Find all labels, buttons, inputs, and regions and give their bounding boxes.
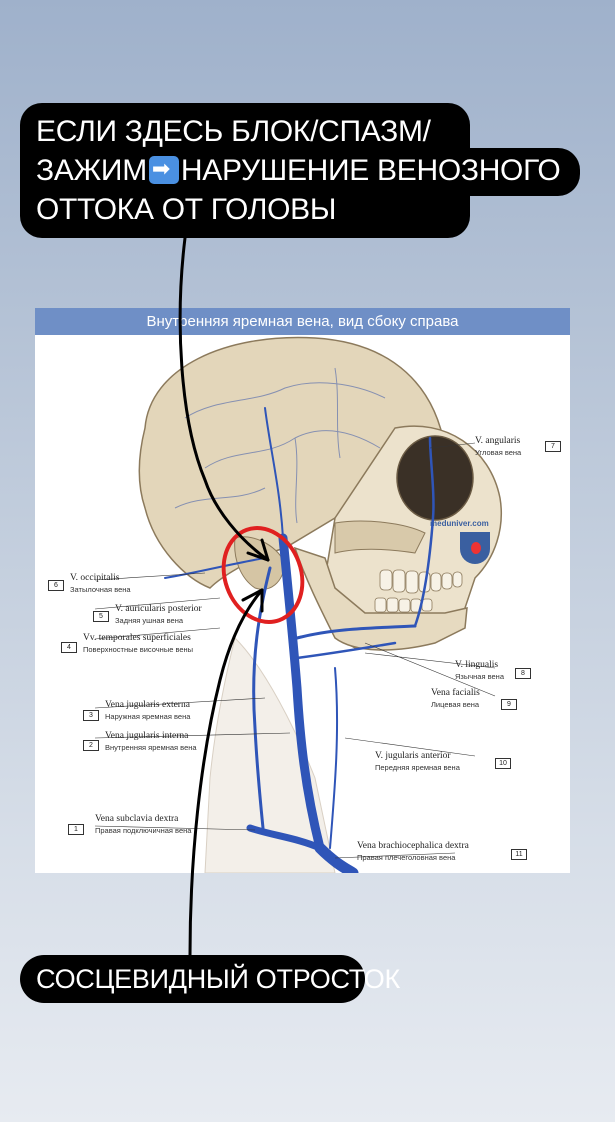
label-number: 3 xyxy=(83,710,99,721)
anatomy-figure: Внутренняя яремная вена, вид сбоку справ… xyxy=(35,308,570,873)
callout-top-line3: ОТТОКА ОТ ГОЛОВЫ xyxy=(36,193,337,226)
facial-vein xyxy=(295,624,417,640)
label-number: 5 xyxy=(93,611,109,622)
label-number: 9 xyxy=(501,699,517,710)
callout-top-line2: ЗАЖИМНАРУШЕНИЕ ВЕНОЗНОГО xyxy=(36,154,561,188)
label-number: 2 xyxy=(83,740,99,751)
label-number: 4 xyxy=(61,642,77,653)
lower-teeth xyxy=(374,597,433,613)
label-number: 7 xyxy=(545,441,561,452)
watermark-logo xyxy=(460,532,490,564)
anterior-jugular-vein xyxy=(329,667,339,849)
watermark: meduniver.com xyxy=(430,519,489,528)
label-number: 8 xyxy=(515,668,531,679)
internal-jugular-vein xyxy=(278,533,325,853)
upper-teeth xyxy=(379,569,463,594)
label-number: 10 xyxy=(495,758,511,769)
label-number: 6 xyxy=(48,580,64,591)
callout-top-line1: ЕСЛИ ЗДЕСЬ БЛОК/СПАЗМ/ xyxy=(36,115,431,148)
right-arrow-emoji-icon xyxy=(148,156,179,184)
callout-top: ЕСЛИ ЗДЕСЬ БЛОК/СПАЗМ/ ЗАЖИМНАРУШЕНИЕ ВЕ… xyxy=(20,103,561,238)
lingual-vein xyxy=(295,641,397,660)
cross-icon xyxy=(471,542,481,554)
label-number: 11 xyxy=(511,849,527,860)
orbit xyxy=(396,435,474,521)
label-number: 1 xyxy=(68,824,84,835)
callout-bottom: СОСЦЕВИДНЫЙ ОТРОСТОК xyxy=(20,955,400,1003)
mandible xyxy=(293,546,468,651)
